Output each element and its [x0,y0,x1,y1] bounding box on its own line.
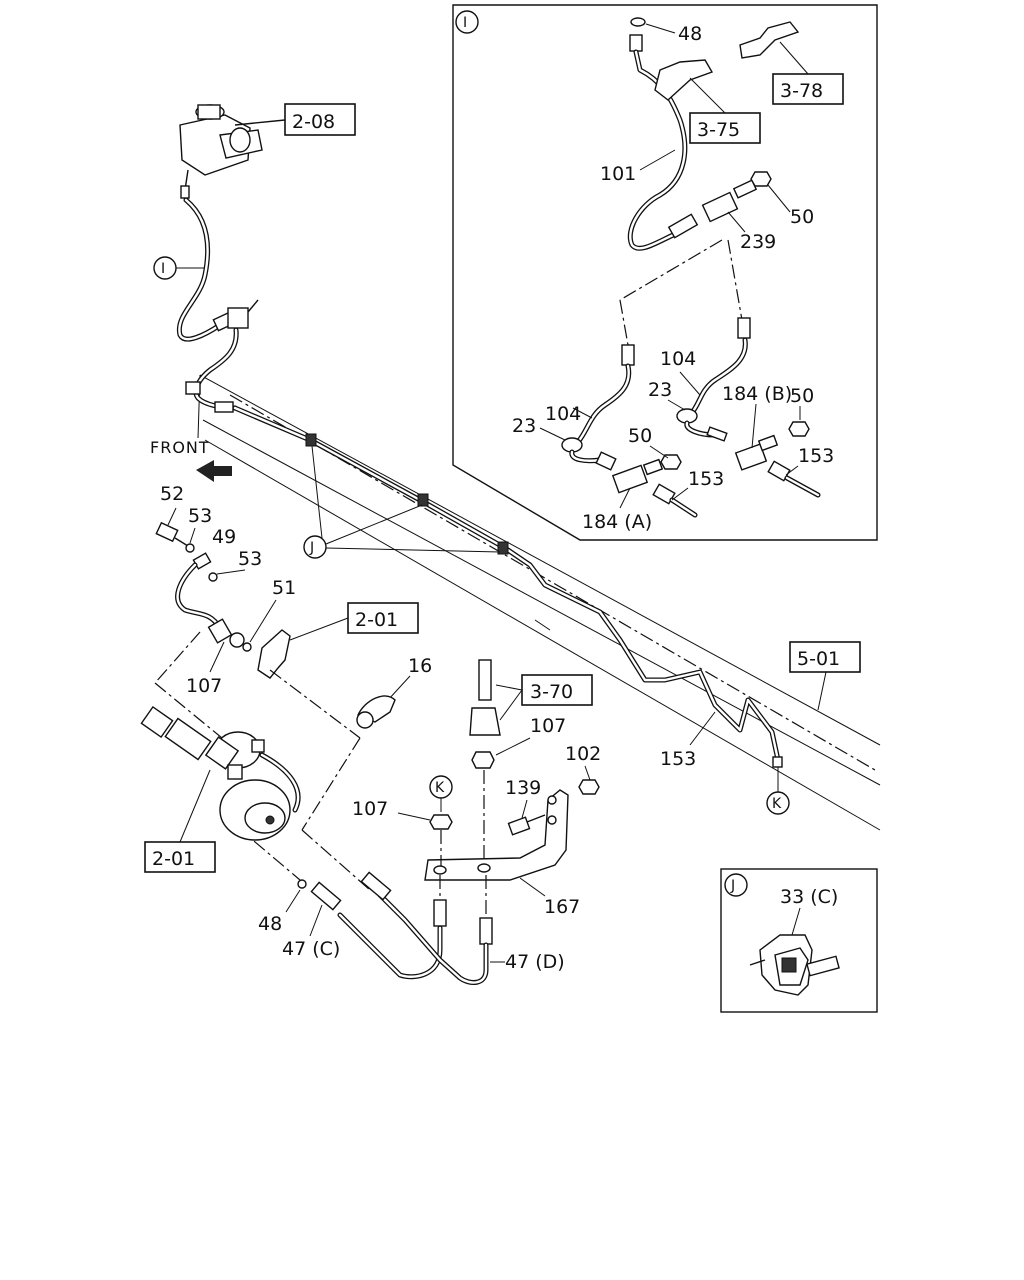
ref-box-2-01-lower: 2-01 [144,769,216,873]
svg-text:5-01: 5-01 [797,648,840,670]
svg-text:107: 107 [186,675,222,697]
svg-text:153: 153 [688,468,724,490]
valve-assembly [140,705,301,841]
svg-text:33 (C): 33 (C) [780,886,838,908]
callout-153-main: 153 [660,711,716,770]
svg-text:153: 153 [798,445,834,467]
svg-text:48: 48 [258,913,282,935]
ref-box-5-01: 5-01 [789,641,861,711]
svg-text:23: 23 [512,415,536,437]
svg-text:53: 53 [238,548,262,570]
leader-dashes [154,631,371,891]
svg-text:102: 102 [565,743,601,765]
bracket-2-01: 2-01 [257,602,419,679]
svg-text:47 (C): 47 (C) [282,938,340,960]
svg-text:153: 153 [660,748,696,770]
circle-J-main: J [303,445,501,559]
svg-text:3-70: 3-70 [530,681,573,703]
circle-I-main: I [153,256,205,280]
master-cylinder [179,104,286,199]
svg-text:47 (D): 47 (D) [505,951,565,973]
svg-text:23: 23 [648,379,672,401]
svg-text:184 (B): 184 (B) [722,383,792,405]
svg-text:48: 48 [678,23,702,45]
svg-text:239: 239 [740,231,776,253]
svg-text:I: I [161,261,165,277]
svg-text:139: 139 [505,777,541,799]
svg-text:2-08: 2-08 [292,111,335,133]
svg-text:101: 101 [600,163,636,185]
bracket-167: 167 139 102 K 107 [352,743,601,918]
svg-text:2-01: 2-01 [355,609,398,631]
svg-text:184 (A): 184 (A) [582,511,652,533]
inset-I: I 48 101 3-75 3-78 50 239 [452,4,878,541]
lower-pipes: 47 (D) 47 (C) 48 [258,871,565,985]
svg-text:I: I [463,15,467,31]
svg-text:167: 167 [544,896,580,918]
svg-text:104: 104 [660,348,696,370]
inset-J: J 33 (C) [720,868,878,1013]
clip-16: 16 [356,655,432,729]
svg-text:3-78: 3-78 [780,80,823,102]
svg-text:50: 50 [790,206,814,228]
svg-text:104: 104 [545,403,581,425]
svg-text:3-75: 3-75 [697,119,740,141]
svg-text:2-01: 2-01 [152,848,195,870]
column-3-70: 3-70 107 [469,659,593,865]
svg-text:50: 50 [790,385,814,407]
circle-K-top: K [766,767,790,815]
svg-text:J: J [309,540,314,556]
svg-text:16: 16 [408,655,432,677]
ref-box-2-08: 2-08 [284,103,356,136]
front-indicator: FRONT [150,438,232,482]
svg-text:51: 51 [272,577,296,599]
left-fittings: 52 53 49 53 51 107 [155,483,296,697]
svg-text:K: K [772,796,782,812]
svg-text:107: 107 [352,798,388,820]
svg-text:J: J [730,878,735,894]
upper-joint [185,299,259,413]
svg-text:53: 53 [188,505,212,527]
svg-text:49: 49 [212,526,236,548]
svg-text:K: K [435,780,445,796]
svg-text:52: 52 [160,483,184,505]
svg-text:50: 50 [628,425,652,447]
front-arrow-icon [196,460,232,482]
front-label: FRONT [150,438,210,457]
svg-text:107: 107 [530,715,566,737]
